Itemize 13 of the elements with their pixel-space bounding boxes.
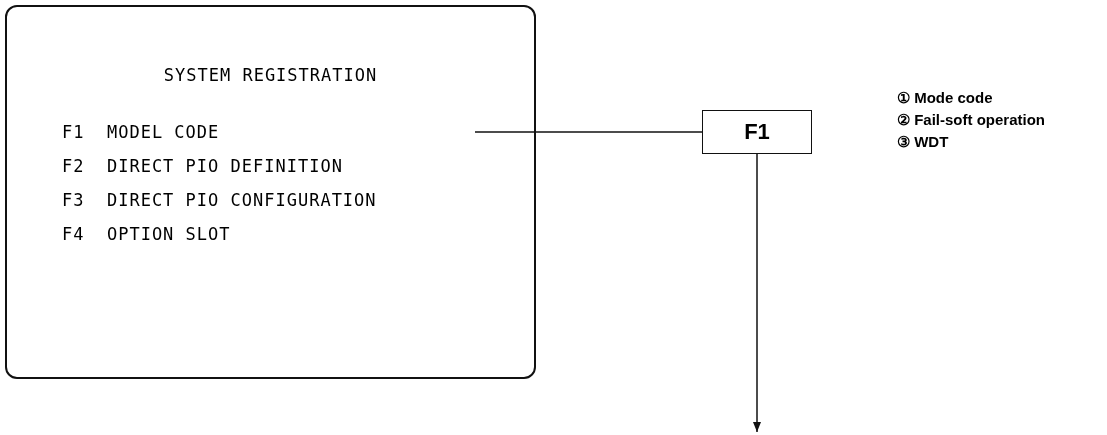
- menu-item: F2 DIRECT PIO DEFINITION: [62, 156, 343, 176]
- note-text: ③ WDT: [897, 132, 949, 152]
- menu-item: F1 MODEL CODE: [62, 122, 220, 142]
- connector-line: [474, 131, 703, 133]
- arrow: [752, 153, 762, 433]
- screen-title: SYSTEM REGISTRATION: [162, 65, 379, 85]
- key-label: F1: [744, 119, 770, 145]
- function-key-box: [702, 110, 812, 154]
- note-text: ② Fail-soft operation: [897, 110, 1045, 130]
- screen-display: [5, 5, 536, 379]
- note-text: ① Mode code: [897, 88, 993, 108]
- menu-item: F4 OPTION SLOT: [62, 224, 231, 244]
- menu-item: F3 DIRECT PIO CONFIGURATION: [62, 190, 377, 210]
